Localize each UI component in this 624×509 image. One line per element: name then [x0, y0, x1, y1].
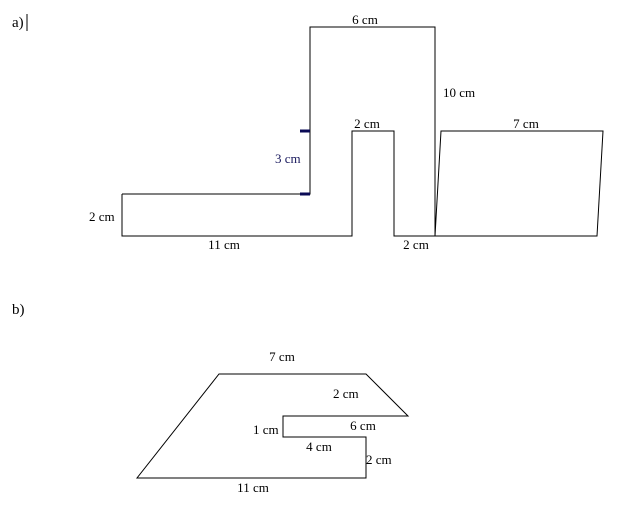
- dim-a-top: 6 cm: [352, 12, 378, 27]
- part-a-main-shape: [121, 26, 436, 237]
- dim-a-bottom-notch: 2 cm: [403, 237, 429, 252]
- dim-a-right-tall: 10 cm: [443, 85, 475, 100]
- part-a-quadrilateral: [434, 130, 604, 237]
- dim-a-left-height: 3 cm: [275, 151, 301, 166]
- dim-b-inner-top: 6 cm: [350, 418, 376, 433]
- dim-a-bottom-left: 11 cm: [208, 237, 240, 252]
- dim-a-base-step: 2 cm: [89, 209, 115, 224]
- part-b-label: b): [12, 302, 25, 318]
- dim-b-bottom: 11 cm: [237, 480, 269, 495]
- dim-a-quad-top: 7 cm: [513, 116, 539, 131]
- dim-b-inner-bottom: 4 cm: [306, 439, 332, 454]
- dim-b-top: 7 cm: [269, 349, 295, 364]
- dim-b-right-step: 2 cm: [366, 452, 392, 467]
- dim-b-inner-left: 1 cm: [253, 422, 279, 437]
- part-a-label: a): [12, 15, 24, 31]
- dim-a-notch-top: 2 cm: [354, 116, 380, 131]
- part-b-shape: [135, 373, 410, 479]
- dim-b-slant-right: 2 cm: [333, 386, 359, 401]
